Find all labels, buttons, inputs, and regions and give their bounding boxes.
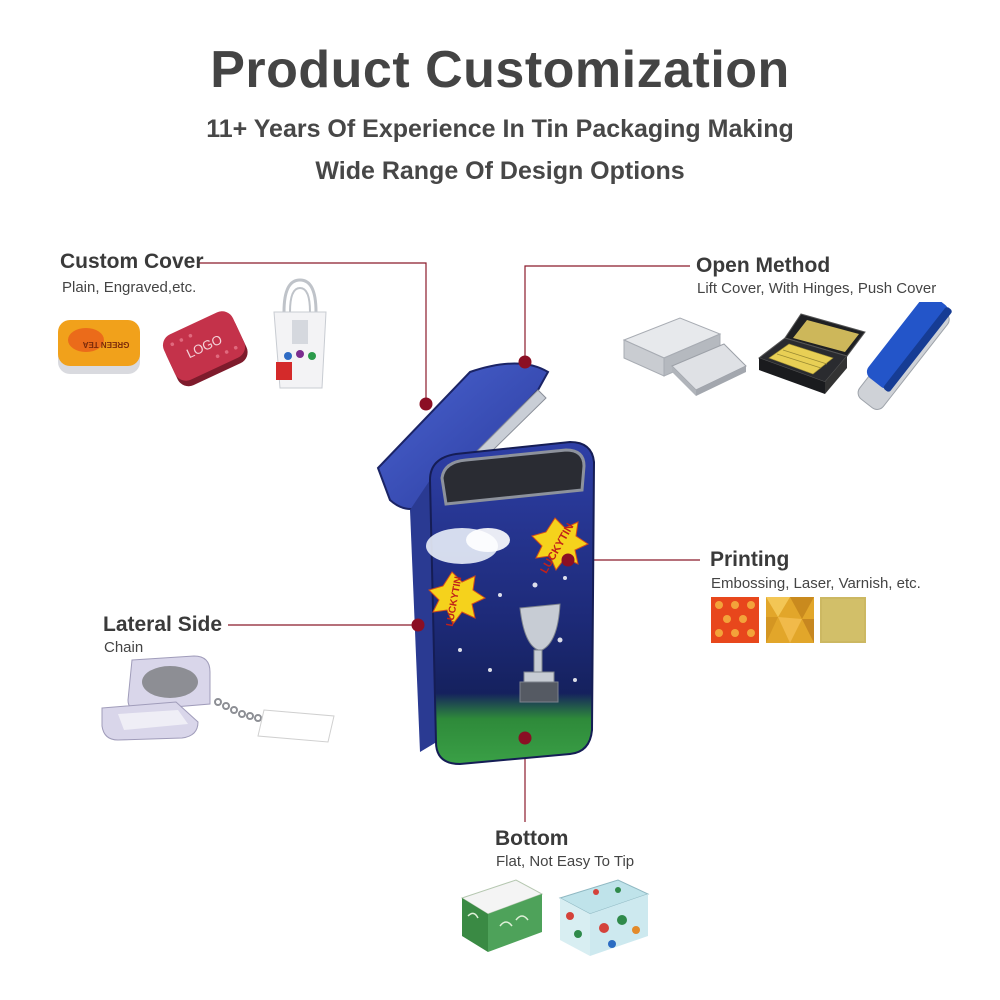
- lateral-side-desc: Chain: [104, 639, 144, 656]
- chain-tin-image: [101, 655, 335, 743]
- lift-cover-tin-image: [622, 317, 747, 396]
- connector-open-method: [524, 265, 690, 362]
- marker-open-method: [518, 355, 532, 369]
- bottom-desc: Flat, Not Easy To Tip: [496, 853, 635, 870]
- marker-printing: [561, 553, 575, 567]
- subtitle-design-options: Wide Range Of Design Options: [315, 157, 685, 185]
- logo-engraved-tin-image: LOGO: [162, 311, 248, 387]
- connector-custom-cover: [198, 262, 427, 404]
- flat-bottom-green-tin-image: [460, 879, 544, 952]
- printing-desc: Embossing, Laser, Varnish, etc.: [711, 575, 921, 592]
- marker-bottom: [518, 731, 532, 745]
- printing-title: Printing: [710, 548, 790, 571]
- embossing-swatch: [711, 597, 759, 643]
- hinged-tin-image: [757, 313, 866, 394]
- varnish-swatch: [820, 597, 866, 643]
- lateral-side-title: Lateral Side: [103, 613, 223, 636]
- page-title: Product Customization: [210, 41, 790, 99]
- marker-custom-cover: [419, 397, 433, 411]
- open-method-desc: Lift Cover, With Hinges, Push Cover: [697, 280, 937, 297]
- flat-bottom-printed-tin-image: [558, 879, 650, 956]
- green-tea-label: GREEN TEA: [82, 340, 129, 349]
- custom-cover-title: Custom Cover: [60, 250, 204, 273]
- marker-lateral-side: [411, 618, 425, 632]
- push-cover-slide-tin-image: [857, 302, 952, 410]
- bag-shaped-tin-image: [273, 278, 327, 389]
- bottom-title: Bottom: [495, 827, 569, 850]
- laser-swatch: [766, 597, 814, 643]
- subtitle-experience: 11+ Years Of Experience In Tin Packaging…: [206, 115, 794, 143]
- custom-cover-desc: Plain, Engraved,etc.: [62, 279, 197, 296]
- trophy-icon: [519, 603, 561, 703]
- green-tea-tin-image: GREEN TEA: [58, 320, 140, 374]
- main-tin-product: LUCKYTIN LUCKYTIN: [376, 362, 596, 766]
- open-method-title: Open Method: [696, 254, 831, 277]
